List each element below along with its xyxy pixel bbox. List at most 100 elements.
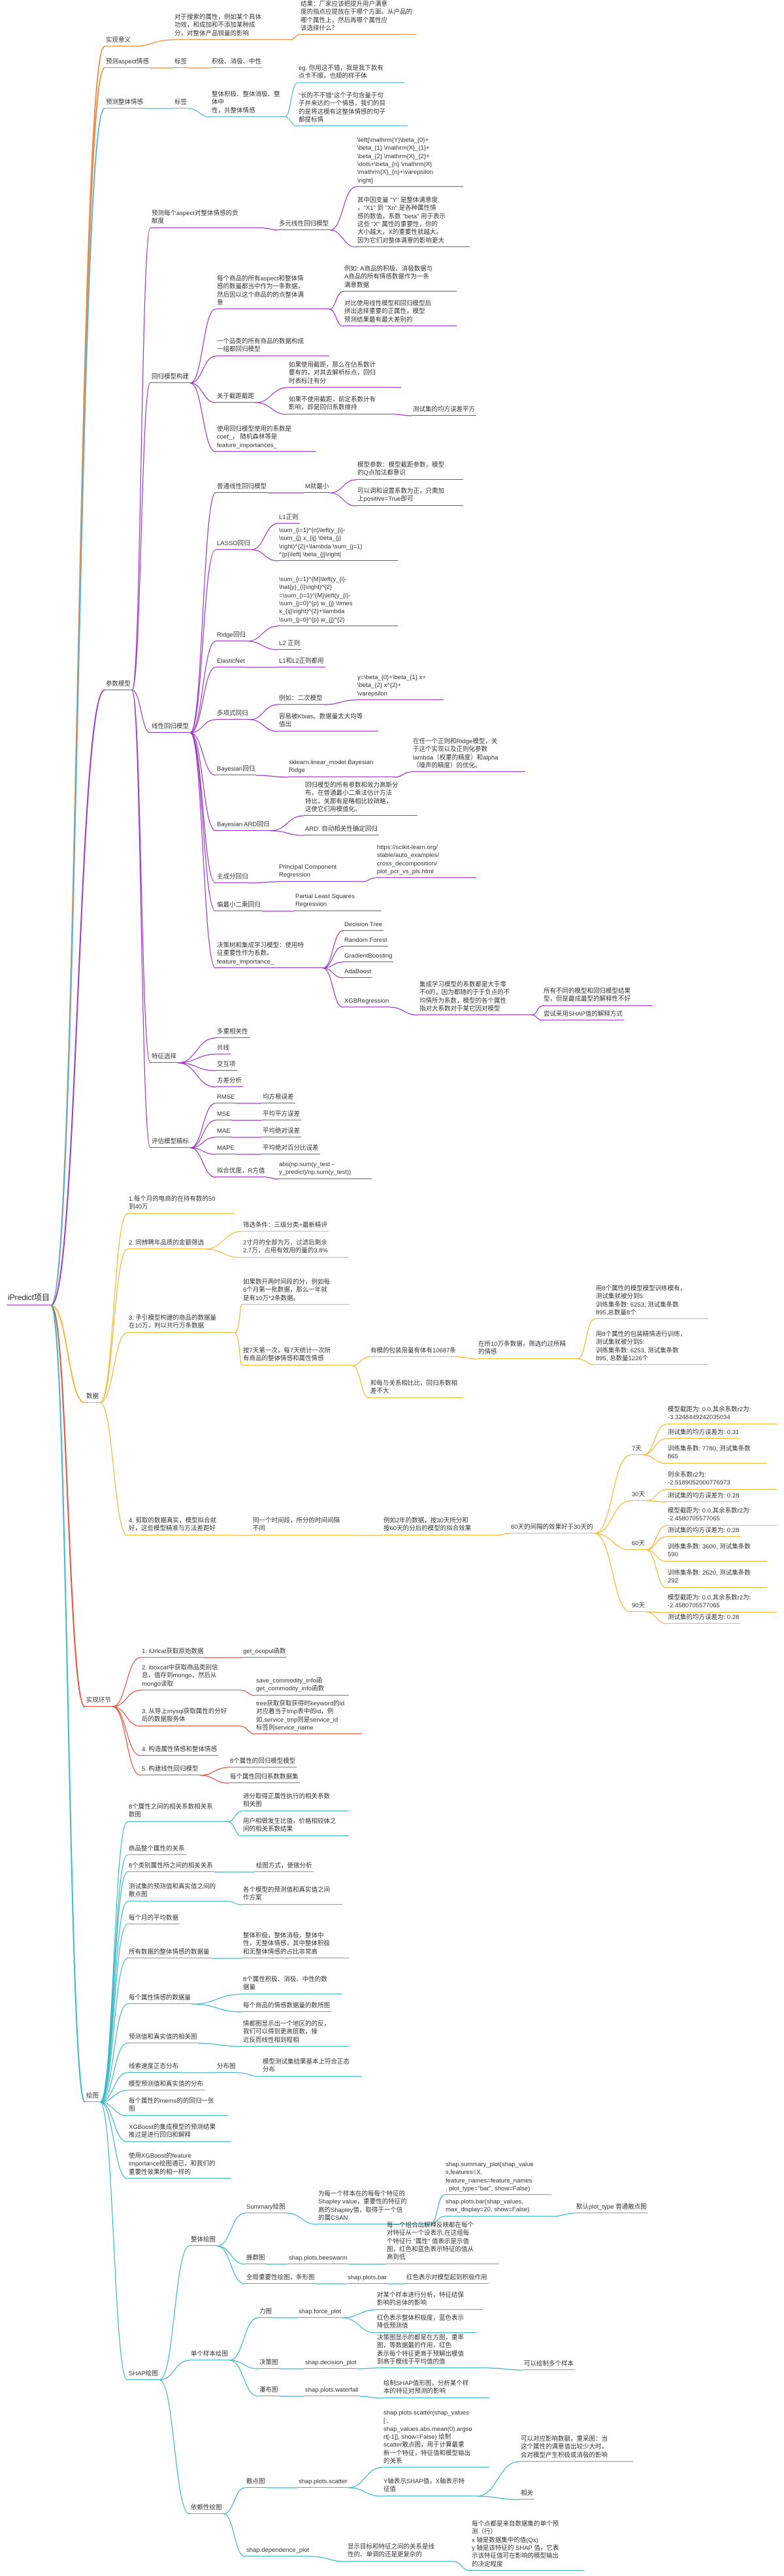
connector-25 — [189, 382, 216, 452]
poly-formula: y=\beta_{0}+\beta_{1} x+ \beta_{2} x^{2}… — [356, 673, 444, 701]
connector-118 — [112, 1706, 141, 1756]
data-4c: 60天的间隔的效果好于30天的 — [510, 1523, 595, 1534]
ridge[interactable]: Ridge回归 — [216, 631, 247, 642]
model-formula-1: \left[\mathrm{Y}\beta_{0}+ \beta_{1} \ma… — [356, 136, 463, 188]
aspect-label: 标签 — [173, 58, 189, 69]
branch-impl[interactable]: 实现环节 — [85, 1696, 113, 1707]
metrics[interactable]: 评估模型精标 — [150, 1137, 191, 1148]
draw-7b: 每个商品的情感数据量的数所图 — [242, 2001, 332, 2013]
pcr[interactable]: 主成分回归 — [216, 873, 250, 884]
connector-103 — [594, 1533, 631, 1550]
shap-summary[interactable]: Summary绘图 — [245, 2203, 287, 2214]
data-4b: 例如2年的数据，按30天所分和 按60天的分后的模型的拟合效果 — [382, 1516, 496, 1535]
connector-89 — [577, 1318, 595, 1360]
linear-models[interactable]: 线性回归模型 — [150, 722, 191, 733]
metric-mape: MAPE — [216, 1144, 236, 1155]
connector-23 — [255, 402, 288, 415]
connector-16 — [131, 382, 151, 691]
xgb[interactable]: XGBRegression — [343, 997, 391, 1008]
branch-draw[interactable]: 绘图 — [85, 2092, 101, 2103]
impl-4: 4. 构造属性情感和整体情感 — [140, 1745, 219, 1756]
shap-scatter[interactable]: 散点图 — [245, 2477, 267, 2488]
connector-1 — [131, 39, 174, 47]
data-2[interactable]: 2. 同辨聘年品质的金额筛选 — [127, 1239, 206, 1250]
connector-147 — [159, 2245, 190, 2381]
connector-13 — [263, 227, 278, 231]
pcr-a: Principal Component Regression — [278, 863, 362, 882]
connector-143 — [99, 2101, 128, 2116]
metric-rmse: RMSE — [216, 1093, 237, 1104]
shap-decision[interactable]: 决策图 — [258, 2358, 280, 2369]
regression-build[interactable]: 回归模型构建 — [150, 373, 191, 384]
data-30d[interactable]: 30天 — [630, 1490, 647, 1501]
shap-waterfall[interactable]: 瀑布图 — [258, 2386, 280, 2397]
aspect-values: 积极、消极、中性 — [210, 58, 263, 69]
shap-swarm[interactable]: 蜂群图 — [245, 2254, 267, 2265]
branch-aspect[interactable]: 预测aspect情感 — [105, 58, 150, 69]
data-2b: 2寸月的全部为万，过滤后剩余 2.7万，占用有效用的量的3.8% — [242, 1239, 349, 1258]
overall-values: 整体积极、整体消极、整体中 性，共整体情感 — [210, 90, 285, 118]
draw-1: 8个属性之间的相关系数相关系 数图 — [127, 1803, 228, 1822]
connector-59 — [322, 967, 344, 1008]
xgb-a: 集成学习模型的系数都是大于零 不0的，因为都随的于于负点的不 均情所为系数，模型… — [418, 980, 532, 1016]
connector-78 — [265, 1177, 278, 1180]
connector-176 — [476, 2461, 520, 2497]
connector-125 — [227, 1821, 242, 1837]
connector-177 — [476, 2496, 520, 2500]
metric-mae: MAE — [216, 1127, 232, 1138]
poly[interactable]: 多项式回归 — [216, 709, 250, 720]
root-node[interactable]: iPredict项目 — [7, 1292, 52, 1305]
shap-overall[interactable]: 整体绘图 — [189, 2235, 218, 2247]
branch-model[interactable]: 参数模型 — [105, 680, 133, 691]
tree-rf: Random Forest — [343, 936, 389, 947]
shap-force-b: 对某个样本进行分析，特征结保 影响的总体的影响 — [376, 2291, 483, 2310]
pls[interactable]: 偏最小二乘回归 — [216, 901, 262, 912]
feature-selection[interactable]: 特征选择 — [150, 1052, 178, 1063]
shap-draw[interactable]: SHAP绘图 — [127, 2369, 159, 2381]
bayes-ard[interactable]: Bayesian ARD回归 — [216, 820, 271, 831]
shap-summary-b: shap.summary_plot(shap_value s,features=… — [444, 2160, 551, 2196]
shap-force-c: 红色表示整体积极度，蓝色表示 降低预测值 — [376, 2314, 476, 2333]
branch-meaning[interactable]: 实现意义 — [105, 36, 133, 47]
shap-single[interactable]: 单个样本绘图 — [189, 2350, 230, 2361]
connector-137 — [99, 2043, 128, 2103]
connector-47 — [270, 815, 304, 831]
branch-data[interactable]: 数据 — [85, 1392, 101, 1403]
model-formula-2: 其中因变量 "Y" 是整体满意度 ，"X1" 到 "Xn" 是各种属性情 感的数… — [356, 196, 470, 248]
bayes[interactable]: Bayesian回归 — [216, 765, 257, 776]
model-aspect-contrib[interactable]: 预测每个aspect对整体情感的贡 献度 — [150, 209, 264, 228]
shap-bar[interactable]: 全局重要性绘图，条形图 — [245, 2273, 316, 2284]
connector-163 — [342, 2317, 376, 2333]
draw-1a: 进分取得正属性执行的相关系数 相关图 — [242, 1792, 349, 1811]
draw-7: 每个属性情感的数据量 — [127, 1994, 193, 2005]
elasticnet-a: L1和L2正则都用 — [278, 657, 325, 668]
data-4[interactable]: 4. 剪取的数据真实，模型拟合就 好，这些模型精准与方法差距好 — [127, 1516, 235, 1535]
data-7d[interactable]: 7天 — [630, 1445, 643, 1456]
tree-models[interactable]: 决策树和集成学习模型：使用特 征重要性作为系数。 feature_importa… — [216, 941, 323, 969]
connector-31 — [189, 549, 216, 733]
elasticnet[interactable]: ElasticNet — [216, 657, 246, 668]
build-intercept[interactable]: 关于截距截距 — [216, 392, 256, 403]
data-3b[interactable]: 按7天第一次，每7天统计一次所 有商品的整体情感和属性情感 — [242, 1347, 352, 1365]
connector-150 — [430, 2194, 445, 2225]
connector-102 — [645, 1500, 667, 1503]
data-60d[interactable]: 60天 — [630, 1539, 647, 1550]
connector-170 — [359, 2396, 383, 2399]
overall-note: “长的不不错”这个子句含量于句 子并来达的一个情感，我们的目 的是将这模有这整体… — [297, 92, 408, 127]
lasso[interactable]: LASSO回归 — [216, 539, 252, 550]
ols[interactable]: 普通线性回归模型 — [216, 482, 269, 493]
connector-46 — [189, 732, 216, 831]
impl-3: 3. 从导上mysql获取属性的分好 后的数据服务体 — [140, 1707, 241, 1726]
draw-8: 预测值和真实值的相关图 — [127, 2033, 199, 2044]
metric-mse: MSE — [216, 1110, 232, 1121]
data-3[interactable]: 3. 手引模型构建的商品的数据量 在10万，判以共行万条数据 — [127, 1314, 235, 1333]
connector-98 — [642, 1438, 667, 1456]
branch-overall[interactable]: 预测整体情感 — [105, 98, 145, 109]
data-90d[interactable]: 90天 — [630, 1601, 647, 1613]
shap-dependence[interactable]: 依赖性绘图 — [189, 2503, 223, 2515]
draw-8a: 情都图显示出一个地区的的反， 我们可以得到更高层数，接 近反而线性相到程相 — [242, 2020, 349, 2047]
model-multi-linear[interactable]: 多元线性回归模型 — [278, 220, 331, 231]
shap-dep-b: 显示目标和特征之间的关系是线 性的、单调的还是更复杂的 — [346, 2543, 453, 2562]
shap-force[interactable]: 力图 — [258, 2307, 274, 2318]
shap-force-a: shap.force_plot — [297, 2307, 342, 2318]
